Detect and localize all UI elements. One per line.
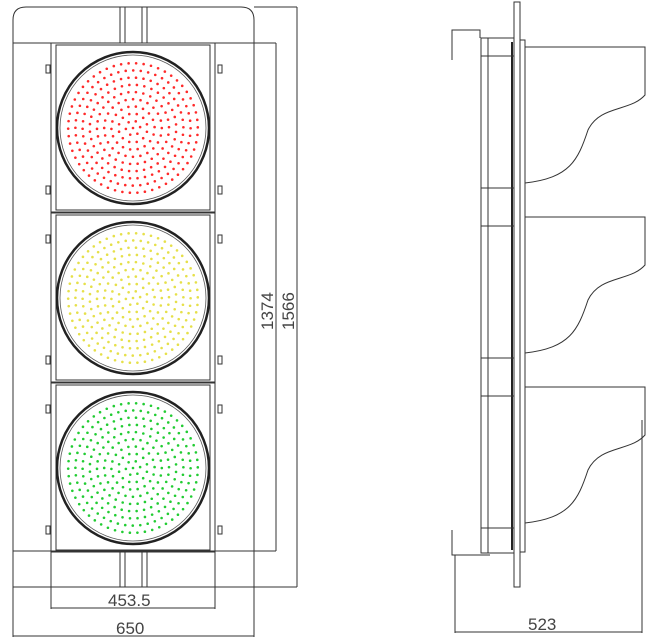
- dim-depth: 523: [528, 615, 556, 634]
- mounting-pole: [119, 7, 148, 587]
- hinge-icon: [45, 185, 51, 195]
- front-view: 1374 1566 453.5 650: [12, 6, 298, 638]
- led-array-yellow: [66, 231, 200, 365]
- dimension-650: 650: [12, 587, 255, 638]
- led-array-green: [66, 401, 200, 535]
- hinge-icon: [217, 185, 223, 195]
- dimension-1566: 1566: [254, 6, 298, 588]
- dim-backplate-height: 1566: [279, 292, 298, 330]
- hinge-icon: [45, 234, 51, 244]
- signal-module-yellow: [45, 212, 223, 383]
- dimension-453-5: 453.5: [50, 551, 216, 610]
- lens-green: [55, 390, 211, 546]
- visor-yellow: [481, 216, 646, 359]
- side-view: 523: [451, 1, 646, 634]
- hinge-icon: [45, 64, 51, 74]
- dimension-523: 523: [454, 420, 643, 634]
- lens-yellow: [55, 220, 211, 376]
- dimension-1374: 1374: [258, 43, 277, 551]
- dim-housing-height: 1374: [258, 292, 277, 330]
- backplate-edge: [513, 1, 521, 588]
- hinge-icon: [217, 234, 223, 244]
- hinge-icon: [217, 525, 223, 535]
- led-array-red: [66, 61, 200, 195]
- hinge-icon: [45, 355, 51, 365]
- visor-green: [481, 386, 646, 529]
- visor-red: [481, 46, 646, 189]
- signal-module-green: [45, 382, 223, 553]
- hinge-icon: [45, 525, 51, 535]
- signal-module-red: [45, 42, 223, 213]
- dim-housing-width: 453.5: [108, 591, 151, 610]
- hinge-icon: [45, 404, 51, 414]
- hinge-icon: [217, 355, 223, 365]
- backplate: [12, 6, 255, 588]
- hinge-icon: [217, 404, 223, 414]
- dim-backplate-width: 650: [116, 619, 144, 638]
- lens-red: [55, 50, 211, 206]
- hinge-icon: [217, 64, 223, 74]
